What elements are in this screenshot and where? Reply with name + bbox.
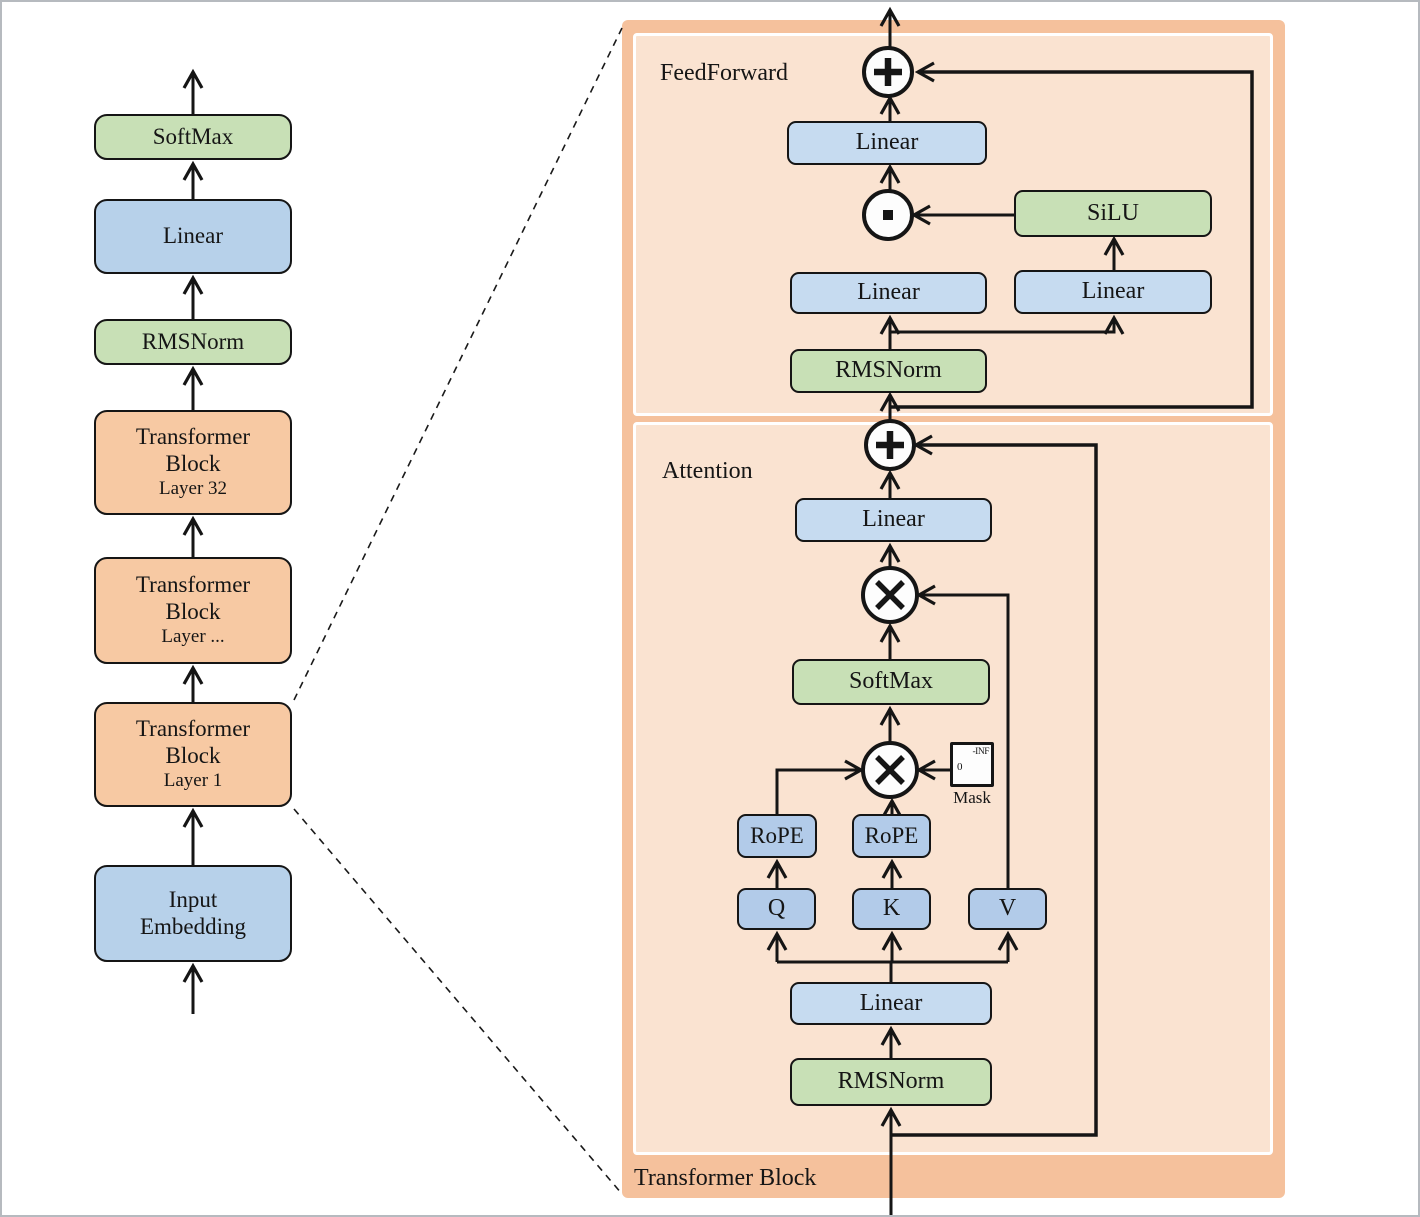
k-box: K — [852, 888, 931, 930]
att-linear-out-box: Linear — [795, 498, 992, 542]
mask-label: Mask — [953, 788, 991, 807]
branch-ffrmsnorm-to-linearup — [890, 314, 1125, 335]
box-label: Linear — [859, 989, 923, 1016]
box-label-line1: Transformer — [135, 424, 251, 450]
box-label-line2: Embedding — [139, 913, 247, 939]
box-label: Linear — [857, 279, 920, 306]
box-label: RMSNorm — [837, 1068, 945, 1095]
ff-linear-up-box: Linear — [1014, 270, 1212, 314]
q-rope-to-matmul-line — [775, 759, 865, 814]
attention-residual-line — [890, 434, 1098, 1137]
att-softmax-box: SoftMax — [792, 659, 990, 705]
mask-neg-inf-value: -INF — [972, 747, 990, 757]
box-label-line2: Block — [165, 742, 221, 768]
feedforward-label: FeedForward — [660, 60, 788, 86]
rope-k-box: RoPE — [852, 814, 931, 858]
v-bypass-line — [915, 584, 1010, 888]
left-linear-box: Linear — [94, 199, 292, 274]
times-circle-icon — [861, 741, 919, 799]
box-label: Linear — [1081, 278, 1145, 305]
box-label: Q — [767, 895, 786, 922]
transformer-block-32-box: Transformer Block Layer 32 — [94, 410, 292, 515]
right-panel-arrows — [766, 6, 1254, 1215]
left-rmsnorm-box: RMSNorm — [94, 319, 292, 365]
box-label: K — [882, 895, 901, 922]
zoom-guide-top — [293, 27, 623, 701]
ff-silu-box: SiLU — [1014, 190, 1212, 237]
box-label-line2: Block — [165, 598, 221, 624]
box-label: RMSNorm — [141, 328, 245, 354]
rope-q-box: RoPE — [737, 814, 817, 858]
attention-section — [633, 422, 1273, 1155]
operator-nodes — [861, 46, 919, 799]
q-box: Q — [737, 888, 816, 930]
att-rmsnorm-box: RMSNorm — [790, 1058, 992, 1106]
qkv-split-line — [777, 960, 1008, 982]
ff-rmsnorm-box: RMSNorm — [790, 349, 987, 393]
box-label: Linear — [862, 506, 925, 533]
plus-circle-icon — [864, 419, 916, 471]
box-sublabel: Layer 32 — [158, 478, 228, 500]
left-softmax-box: SoftMax — [94, 114, 292, 160]
attention-label: Attention — [662, 458, 753, 484]
v-box: V — [968, 888, 1047, 930]
box-label-line1: Transformer — [135, 716, 251, 742]
box-label: RoPE — [750, 822, 804, 848]
box-label-line2: Block — [165, 450, 221, 476]
box-label-line1: Transformer — [135, 572, 251, 598]
box-label: RMSNorm — [835, 357, 942, 384]
box-label: Linear — [162, 223, 223, 249]
box-label-line1: Input — [168, 887, 218, 913]
input-embedding-box: Input Embedding — [94, 865, 292, 962]
plus-circle-icon — [862, 46, 914, 98]
box-label: V — [998, 895, 1017, 922]
box-sublabel: Layer ... — [161, 626, 225, 648]
dot-circle-icon — [862, 189, 914, 241]
att-linear-in-box: Linear — [790, 982, 992, 1025]
box-label: SoftMax — [152, 123, 234, 149]
transformer-block-1-box: Transformer Block Layer 1 — [94, 702, 292, 807]
ff-linear-out-box: Linear — [787, 121, 987, 165]
zoom-guide-lines — [293, 27, 623, 1195]
ff-residual-line — [890, 61, 1254, 409]
ff-linear-gate-box: Linear — [790, 272, 987, 314]
transformer-block-panel-label: Transformer Block — [634, 1165, 817, 1191]
box-label: Linear — [855, 129, 919, 156]
mask-zero-value: 0 — [957, 761, 963, 773]
transformer-block-dots-box: Transformer Block Layer ... — [94, 557, 292, 664]
times-circle-icon — [861, 566, 919, 624]
zoom-guide-bottom — [293, 808, 623, 1195]
box-label: RoPE — [864, 822, 919, 848]
box-sublabel: Layer 1 — [163, 770, 223, 792]
box-label: SiLU — [1086, 199, 1139, 226]
mask-triangle-icon: -INF 0 — [950, 742, 994, 787]
box-label: SoftMax — [849, 668, 933, 695]
